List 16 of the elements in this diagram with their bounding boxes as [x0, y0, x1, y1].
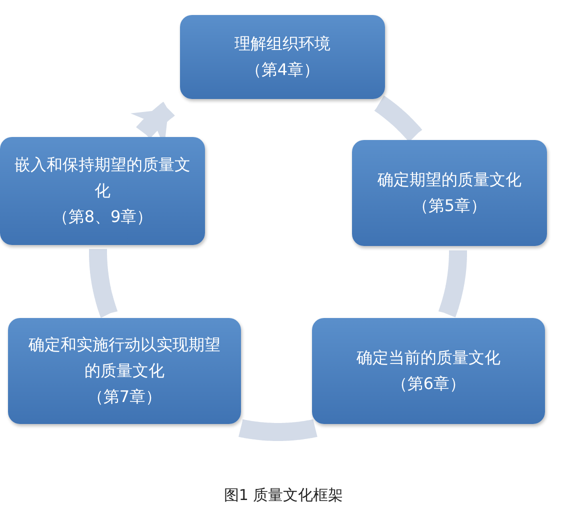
box-text: 确定期望的质量文化 — [378, 169, 522, 191]
caption: 图1 质量文化框架 — [222, 486, 344, 505]
process-box — [8, 318, 241, 424]
box-text: 嵌入和保持期望的质量文化 — [14, 154, 191, 202]
process-box — [0, 137, 205, 245]
process-box — [180, 15, 385, 99]
box-text: （第5章） — [412, 195, 487, 217]
box-text: （第7章） — [87, 386, 162, 408]
process-box — [352, 140, 547, 246]
box-text: （第8、9章） — [52, 206, 153, 228]
box-text: 确定当前的质量文化 — [356, 347, 500, 369]
box-text: （第6章） — [391, 373, 466, 395]
box-text: 确定和实施行动以实现期望的质量文化 — [28, 334, 222, 382]
box-text: （第4章） — [245, 59, 320, 81]
box-text: 理解组织环境 — [234, 33, 330, 55]
process-box — [312, 318, 545, 424]
